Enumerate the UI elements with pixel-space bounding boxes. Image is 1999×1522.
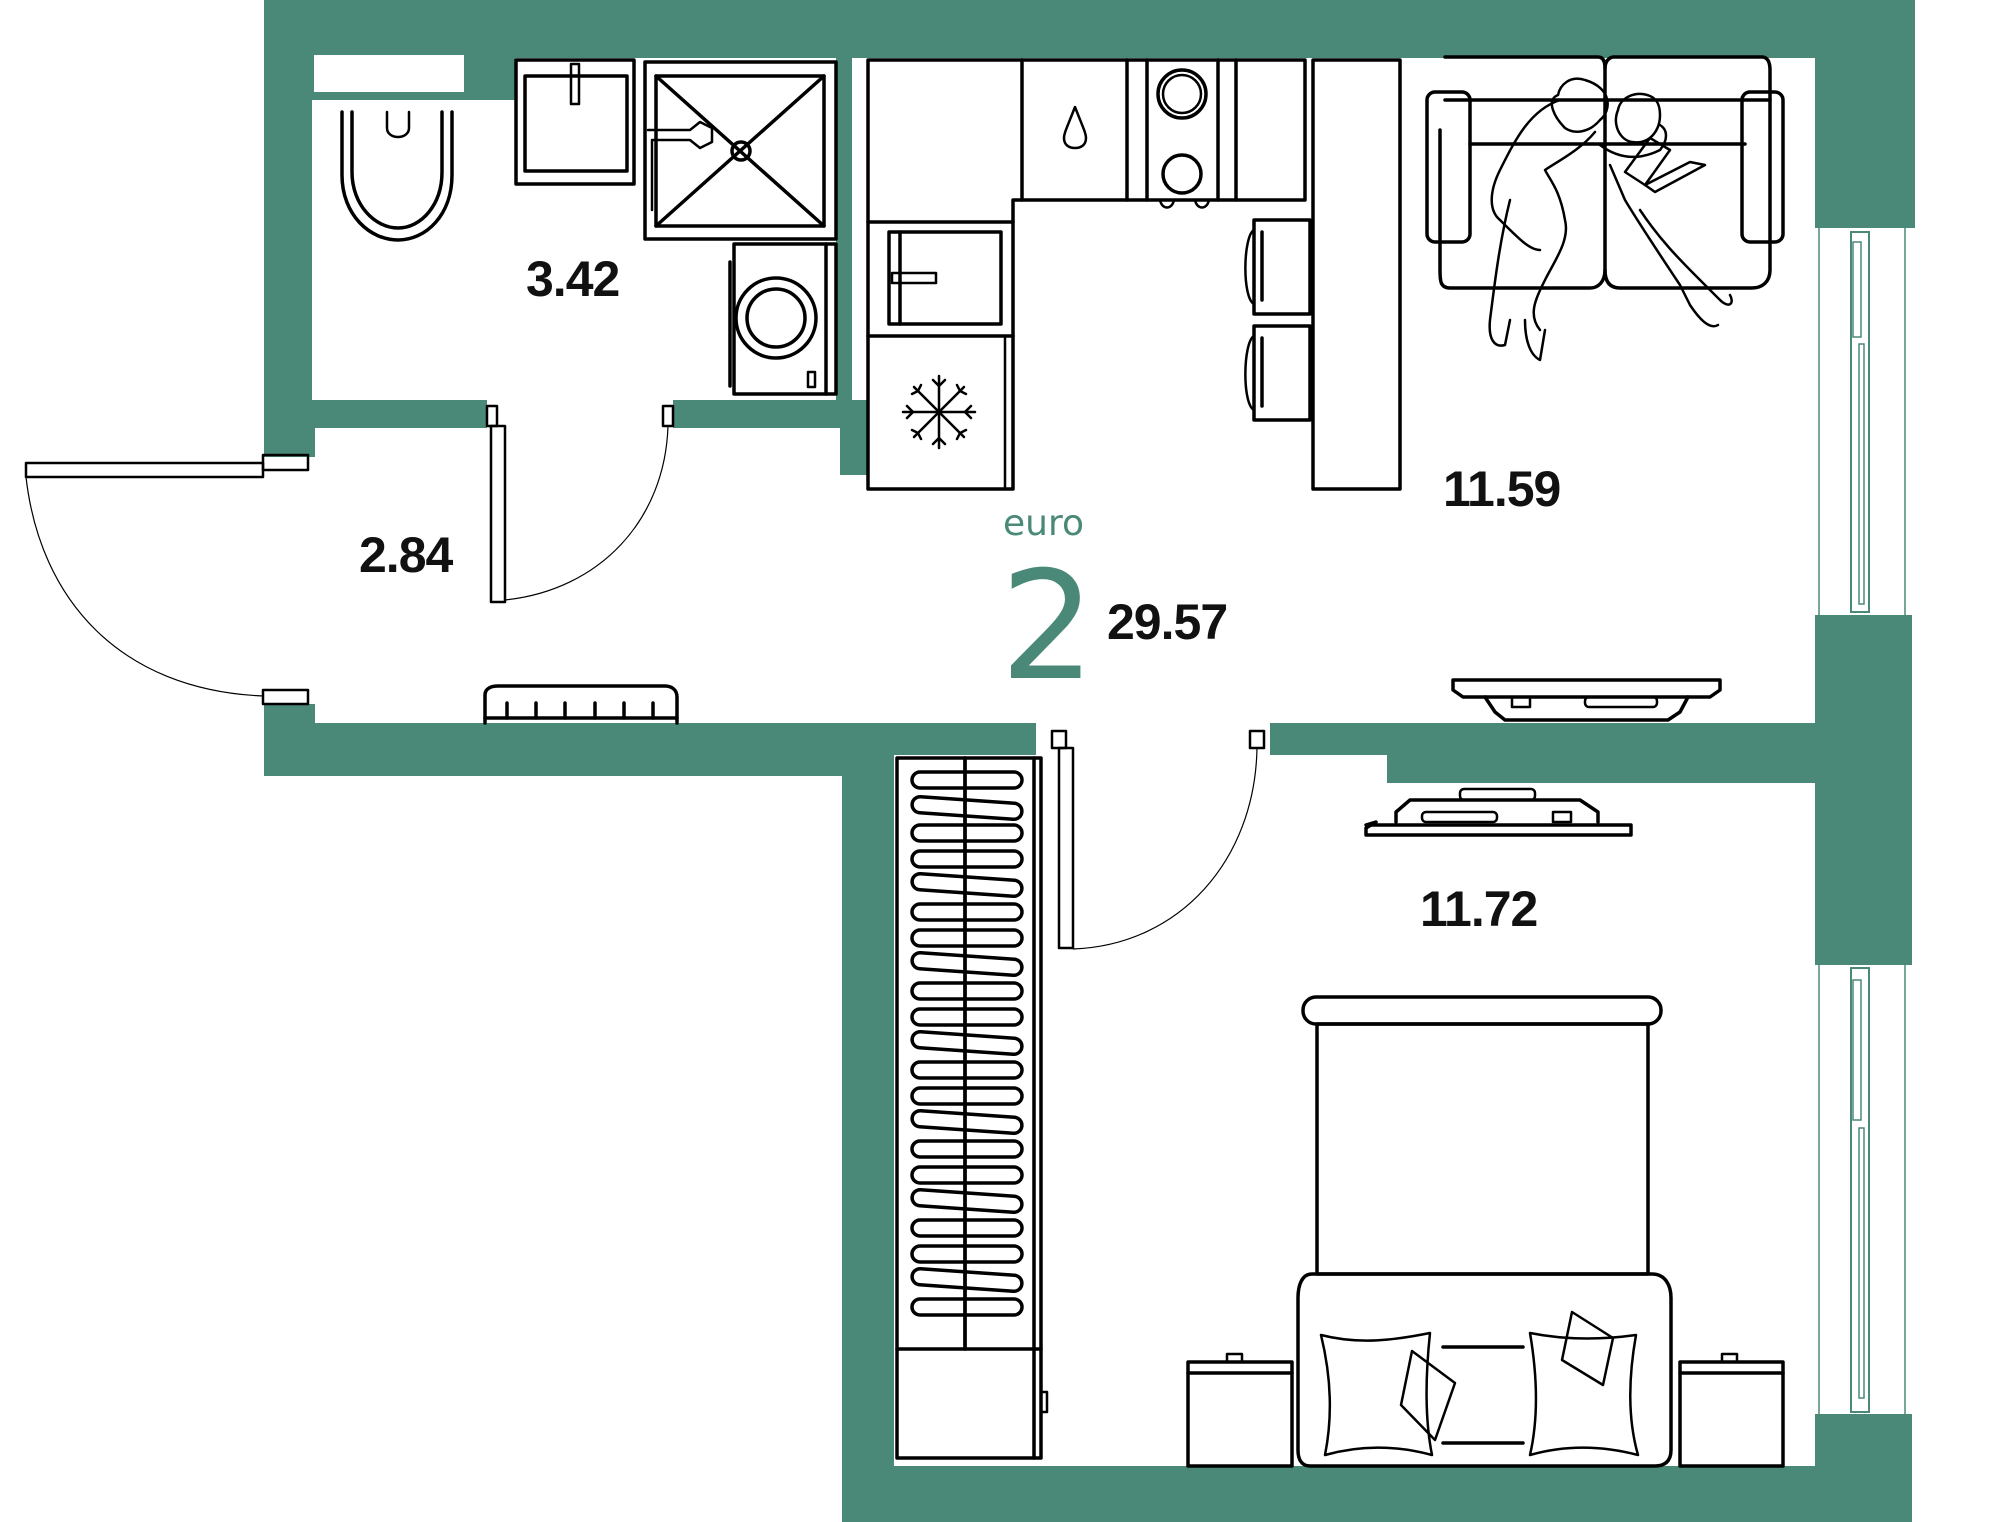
bedroom-tv-icon	[1364, 787, 1633, 837]
sink-icon	[514, 58, 636, 186]
bar-counter	[1311, 58, 1402, 491]
room-area-hallway: 2.84	[359, 527, 453, 583]
sofa-people-icon	[1425, 55, 1785, 362]
wardrobe-icon	[895, 756, 1049, 1460]
window-bedroom	[1818, 964, 1906, 1414]
window-living	[1818, 228, 1906, 615]
nightstand-icon	[1678, 1352, 1785, 1468]
bedroom-door	[1050, 729, 1266, 950]
washing-machine-icon	[728, 242, 838, 396]
room-area-bedroom: 11.72	[1420, 881, 1538, 937]
shower-icon	[643, 60, 838, 241]
shoe-rack-icon	[483, 684, 679, 725]
water-drop-icon	[1062, 105, 1088, 150]
apartment-type-label: euro	[1003, 503, 1084, 544]
kitchen-sink-icon	[887, 230, 1003, 326]
toilet-icon	[340, 110, 454, 242]
total-area: 29.57	[1107, 594, 1228, 650]
entry-door	[24, 453, 310, 706]
snowflake-icon	[901, 374, 977, 450]
kitchen-counter	[866, 58, 1307, 491]
room-area-kitchen-living: 11.59	[1443, 461, 1561, 517]
nightstand-icon	[1186, 1352, 1294, 1468]
bed-icon	[1296, 995, 1673, 1468]
room-area-bathroom: 3.42	[526, 251, 620, 307]
tv-icon	[1451, 678, 1722, 722]
rooms-count: 2	[1000, 540, 1096, 714]
bar-stool-icon	[1244, 218, 1312, 422]
bathroom-door	[485, 404, 675, 604]
stove-icon	[1156, 68, 1211, 209]
walls	[264, 0, 1915, 1522]
